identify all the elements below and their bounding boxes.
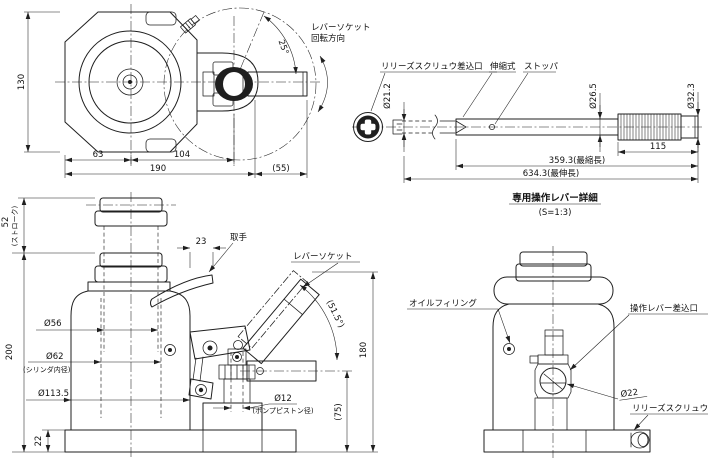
dim-634-3: 634.3(最伸長) (523, 168, 579, 179)
oil-plug-front (164, 344, 176, 356)
oil-filling-label: オイルフィリング (409, 298, 477, 309)
saddle-side (515, 251, 592, 282)
oil-nipple (180, 15, 200, 34)
dim-200: 200 (5, 344, 15, 360)
stopper-label: ストッパ (524, 62, 559, 72)
release-screw-callout: リリーズスクリュウ (630, 403, 708, 430)
oil-filling-callout: オイルフィリング (407, 298, 510, 343)
release-screw-port-label: リリーズスクリュウ差込口 (381, 61, 483, 72)
rotation-note-line1: レバーソケット (311, 23, 371, 33)
saddle-outer-circle (78, 30, 182, 134)
cylinder-collar (87, 281, 171, 292)
dim-dia-21-2: Ø21.2 (382, 83, 393, 109)
handle-front (150, 274, 214, 308)
lever-detail-view: リリーズスクリュウ差込口 伸縮式 ストッパ Ø (352, 61, 704, 218)
detail-scale: (S=1:3) (539, 208, 572, 218)
dim-359-3: 359.3(最縮長) (549, 155, 605, 166)
bore-hidden-lines (100, 298, 162, 418)
socket-dia-callout: Ø22 (619, 387, 648, 401)
handle-side (493, 276, 614, 305)
dim-dia-12: Ø12 (274, 393, 292, 404)
base-front (64, 429, 297, 453)
telescopic-callout: 伸縮式 (462, 61, 516, 118)
lever-detail-title: 専用操作レバー詳細 (S=1:3) (509, 192, 601, 218)
dim-22: 22 (34, 436, 44, 447)
dim-55: (55) (272, 164, 289, 174)
detail-title: 専用操作レバー詳細 (512, 192, 598, 204)
top-view: 25° レバーソケット 回転方向 130 63 104 190 (55) (17, 4, 371, 178)
clamp-tab-top (145, 11, 177, 26)
body-outline-front (70, 290, 191, 431)
lever-dimensions: Ø21.2 Ø26.5 Ø32.3 115 359.3(最縮長) 634.3(最… (382, 83, 701, 183)
dim-63: 63 (93, 150, 104, 160)
stopper-pin (489, 124, 495, 130)
pump-assembly (188, 325, 256, 412)
clamp-tab-bottom (145, 138, 177, 153)
dim-dia-32-3: Ø32.3 (686, 83, 697, 109)
angle-25-label: 25° (276, 39, 291, 57)
lever-end-view (353, 112, 383, 142)
rotation-angle-dimension: 25° (263, 15, 298, 75)
stopper-callout: ストッパ (494, 62, 559, 125)
dim-23: 23 (196, 237, 207, 247)
dim-115: 115 (650, 142, 666, 152)
dim-dia-56: Ø56 (44, 318, 62, 329)
front-view-dimensions: 23 52 (ストローク) 200 22 Ø56 Ø62 (シリンダ内径) Ø1… (1, 197, 378, 453)
socket-housing-top (196, 52, 259, 112)
dim-dia-26-5: Ø26.5 (588, 83, 599, 109)
ram-hidden-lines (103, 226, 159, 352)
dim-75: (75) (334, 403, 344, 420)
handle-label: 取手 (230, 232, 248, 243)
lever-port-label: 操作レバー差込口 (630, 303, 698, 314)
side-view: オイルフィリング 操作レバー差込口 Ø22 リリーズスクリュウ (407, 246, 708, 458)
telescopic-label: 伸縮式 (490, 61, 516, 72)
dim-dia-62: Ø62 (46, 351, 64, 362)
dim-180: 180 (359, 342, 369, 358)
saddle-inner-circle (88, 40, 172, 124)
lever-socket-label: レバーソケット (293, 252, 353, 262)
rotation-direction-arrow (317, 55, 328, 113)
rotation-note-line2: 回転方向 (311, 33, 345, 44)
dim-dia-113-5: Ø113.5 (38, 388, 69, 399)
top-view-dimensions: 130 63 104 190 (55) (17, 11, 308, 178)
dim-dia-62-note: (シリンダ内径) (23, 365, 71, 374)
front-view: (51.5°) 取手 レバーソケット 23 52 (ストローク) 200 22 … (1, 192, 378, 458)
dim-dia-22: Ø22 (620, 387, 639, 400)
dim-52-note: (ストローク) (11, 206, 19, 247)
rocker-plate (189, 325, 251, 360)
socket-phantom (237, 270, 308, 349)
dim-130: 130 (17, 74, 27, 90)
lever-port-callout: 操作レバー差込口 (570, 303, 708, 370)
body-outline-side (492, 303, 615, 431)
saddle-extended (86, 197, 176, 227)
release-screw-label: リリーズスクリュウ (632, 403, 708, 414)
dim-dia-12-note: (ポンプピストン径) (252, 406, 314, 415)
lever-rotation-circle (163, 7, 317, 161)
dim-104: 104 (174, 150, 190, 160)
lever-socket-bore (539, 367, 567, 395)
dim-52: 52 (1, 217, 11, 228)
release-screw-port-callout: リリーズスクリュウ差込口 (370, 61, 497, 112)
socket-dia-leader (566, 383, 619, 400)
link-bracket (188, 378, 214, 400)
lever-socket-callout: レバーソケット (291, 252, 360, 287)
dim-190: 190 (150, 164, 166, 174)
